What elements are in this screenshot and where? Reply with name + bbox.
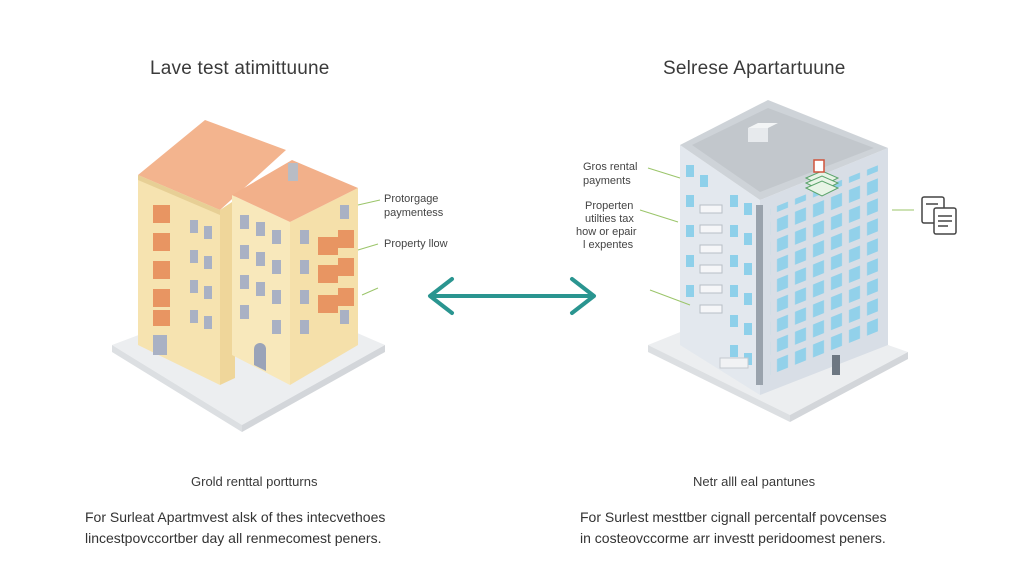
right-label-4: utilties tax [585, 213, 634, 225]
left-label-1: Protorgage [384, 193, 439, 205]
double-arrow-icon [428, 277, 596, 315]
right-description-line-1: For Surlest mesttber cignall percentalf … [580, 509, 887, 525]
right-subtitle: Netr alll eal pantunes [693, 474, 816, 489]
left-label-3: Property llow [384, 238, 448, 250]
left-description-line-2: lincestpovccortber day all renmecomest p… [85, 530, 382, 546]
left-tower-roof [138, 120, 286, 210]
right-tower-roof [232, 160, 358, 222]
left-leader-lines [357, 199, 381, 296]
left-tower-front [220, 200, 235, 385]
right-label-6: l expentes [583, 239, 634, 251]
left-title: Lave test atimittuune [150, 58, 330, 79]
left-subtitle: Grold renttal portturns [191, 474, 318, 489]
right-label-1: Gros rental [583, 161, 638, 173]
right-balconies [318, 230, 354, 313]
right-description-line-2: in costeovccorme arr investt peridoomest… [580, 530, 886, 546]
right-label-5: how or epair [576, 226, 637, 238]
left-label-2: paymentess [384, 207, 444, 219]
money-stack-icon [804, 159, 840, 197]
stair-column [699, 204, 723, 314]
left-description-line-1: For Surleat Apartmvest alsk of thes inte… [85, 509, 386, 525]
document-icon [921, 196, 957, 235]
left-tower-side [138, 175, 220, 385]
right-label-3: Properten [585, 200, 634, 212]
modern-apartment-building [639, 100, 957, 422]
right-label-2: payments [583, 175, 631, 187]
right-title: Selrese Apartartuune [663, 58, 846, 79]
right-leader-lines [639, 167, 914, 306]
left-balconies [153, 205, 170, 326]
warm-apartment-building [112, 120, 385, 432]
